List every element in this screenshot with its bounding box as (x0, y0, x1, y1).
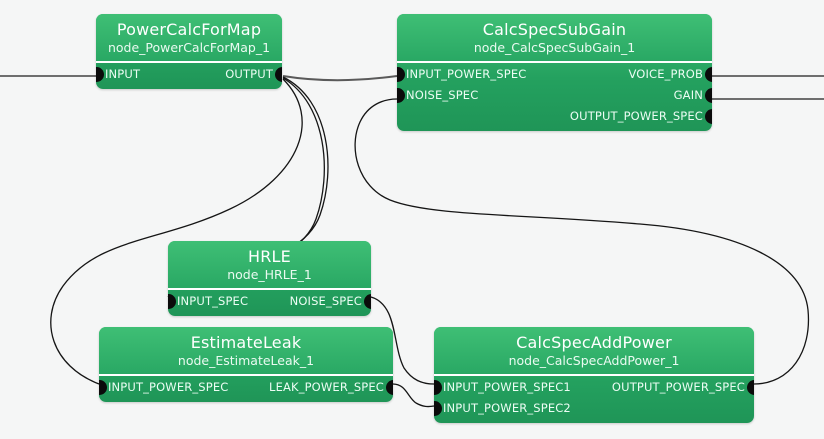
port-dot-input-power-spec1[interactable] (434, 380, 442, 395)
port-row-noise-spec[interactable]: NOISE_SPEC (397, 85, 712, 106)
port-label-output-power-spec: OUTPUT_POWER_SPEC (569, 109, 703, 123)
port-label-noise-spec: NOISE_SPEC (289, 294, 362, 308)
port-dot-voice-prob[interactable] (704, 67, 712, 82)
node-ports: INPUT_SPEC NOISE_SPEC (168, 290, 371, 316)
node-subtitle: node_HRLE_1 (227, 267, 312, 282)
port-label-input: INPUT (105, 67, 141, 81)
port-label-input-spec: INPUT_SPEC (177, 294, 249, 308)
node-ports: INPUT_POWER_SPEC LEAK_POWER_SPEC (99, 376, 393, 402)
node-title: EstimateLeak (190, 333, 302, 352)
port-dot-input-power-spec2[interactable] (434, 401, 442, 416)
port-dot-noise-spec[interactable] (397, 88, 405, 103)
port-label-input-power-spec: INPUT_POWER_SPEC (406, 67, 527, 81)
node-title: CalcSpecSubGain (482, 20, 627, 39)
port-dot-input[interactable] (96, 67, 104, 82)
port-row-input-spec[interactable]: INPUT_SPEC (168, 291, 371, 312)
port-label-output: OUTPUT (225, 67, 273, 81)
port-row-voice-prob[interactable]: VOICE_PROB (397, 64, 712, 85)
port-dot-input-power-spec[interactable] (397, 67, 405, 82)
port-dot-gain[interactable] (704, 88, 712, 103)
port-row-noise-spec[interactable]: NOISE_SPEC (168, 291, 371, 312)
port-row-input-power-spec2[interactable]: INPUT_POWER_SPEC2 (434, 398, 754, 419)
port-row-gain[interactable]: GAIN (397, 85, 712, 106)
node-title: CalcSpecAddPower (516, 333, 672, 352)
port-label-leak-power-spec: LEAK_POWER_SPEC (269, 380, 384, 394)
port-label-input-power-spec: INPUT_POWER_SPEC (108, 380, 229, 394)
node-header: PowerCalcForMap node_PowerCalcForMap_1 (96, 14, 282, 63)
port-dot-input-spec[interactable] (168, 294, 176, 309)
node-header: CalcSpecAddPower node_CalcSpecAddPower_1 (434, 327, 754, 376)
node-title: HRLE (248, 247, 291, 266)
node-ports: INPUT OUTPUT (96, 63, 282, 89)
node-subtitle: node_CalcSpecAddPower_1 (508, 353, 680, 368)
port-label-voice-prob: VOICE_PROB (628, 67, 703, 81)
node-subtitle: node_CalcSpecSubGain_1 (473, 40, 636, 55)
port-label-input-power-spec2: INPUT_POWER_SPEC2 (443, 401, 571, 415)
node-power-calc-for-map[interactable]: PowerCalcForMap node_PowerCalcForMap_1 I… (96, 14, 282, 89)
node-ports: INPUT_POWER_SPEC VOICE_PROB NOISE_SPEC G… (397, 63, 712, 131)
port-dot-output-power-spec[interactable] (704, 109, 712, 124)
wire-output-to-input-power-spec (282, 75, 398, 82)
port-row-leak-power-spec[interactable]: LEAK_POWER_SPEC (99, 377, 393, 398)
port-label-output-power-spec: OUTPUT_POWER_SPEC (611, 380, 745, 394)
port-label-gain: GAIN (673, 88, 703, 102)
port-dot-output-power-spec[interactable] (746, 380, 754, 395)
port-row-output-power-spec[interactable]: OUTPUT_POWER_SPEC (397, 106, 712, 127)
node-header: EstimateLeak node_EstimateLeak_1 (99, 327, 393, 376)
port-row-input-power-spec[interactable]: INPUT_POWER_SPEC (99, 377, 393, 398)
node-calc-spec-add-power[interactable]: CalcSpecAddPower node_CalcSpecAddPower_1… (434, 327, 754, 423)
node-calc-spec-sub-gain[interactable]: CalcSpecSubGain node_CalcSpecSubGain_1 I… (397, 14, 712, 131)
port-row-output[interactable]: OUTPUT (96, 64, 282, 85)
wire-leak-to-add-power-in2 (392, 383, 435, 408)
node-estimate-leak[interactable]: EstimateLeak node_EstimateLeak_1 INPUT_P… (99, 327, 393, 402)
port-label-input-power-spec1: INPUT_POWER_SPEC1 (443, 380, 571, 394)
node-title: PowerCalcForMap (116, 20, 262, 39)
port-dot-input-power-spec[interactable] (99, 380, 107, 395)
node-header: CalcSpecSubGain node_CalcSpecSubGain_1 (397, 14, 712, 63)
node-subtitle: node_PowerCalcForMap_1 (107, 40, 271, 55)
port-dot-noise-spec[interactable] (363, 294, 371, 309)
port-dot-leak-power-spec[interactable] (385, 380, 393, 395)
port-label-noise-spec: NOISE_SPEC (406, 88, 479, 102)
node-ports: INPUT_POWER_SPEC1 OUTPUT_POWER_SPEC INPU… (434, 376, 754, 423)
node-header: HRLE node_HRLE_1 (168, 241, 371, 290)
node-hrle[interactable]: HRLE node_HRLE_1 INPUT_SPEC NOISE_SPEC (168, 241, 371, 316)
port-row-input-power-spec1[interactable]: INPUT_POWER_SPEC1 (434, 377, 754, 398)
port-row-output-power-spec[interactable]: OUTPUT_POWER_SPEC (434, 377, 754, 398)
port-row-input[interactable]: INPUT (96, 64, 282, 85)
node-subtitle: node_EstimateLeak_1 (177, 353, 315, 368)
port-row-input-power-spec[interactable]: INPUT_POWER_SPEC (397, 64, 712, 85)
port-dot-output[interactable] (274, 67, 282, 82)
